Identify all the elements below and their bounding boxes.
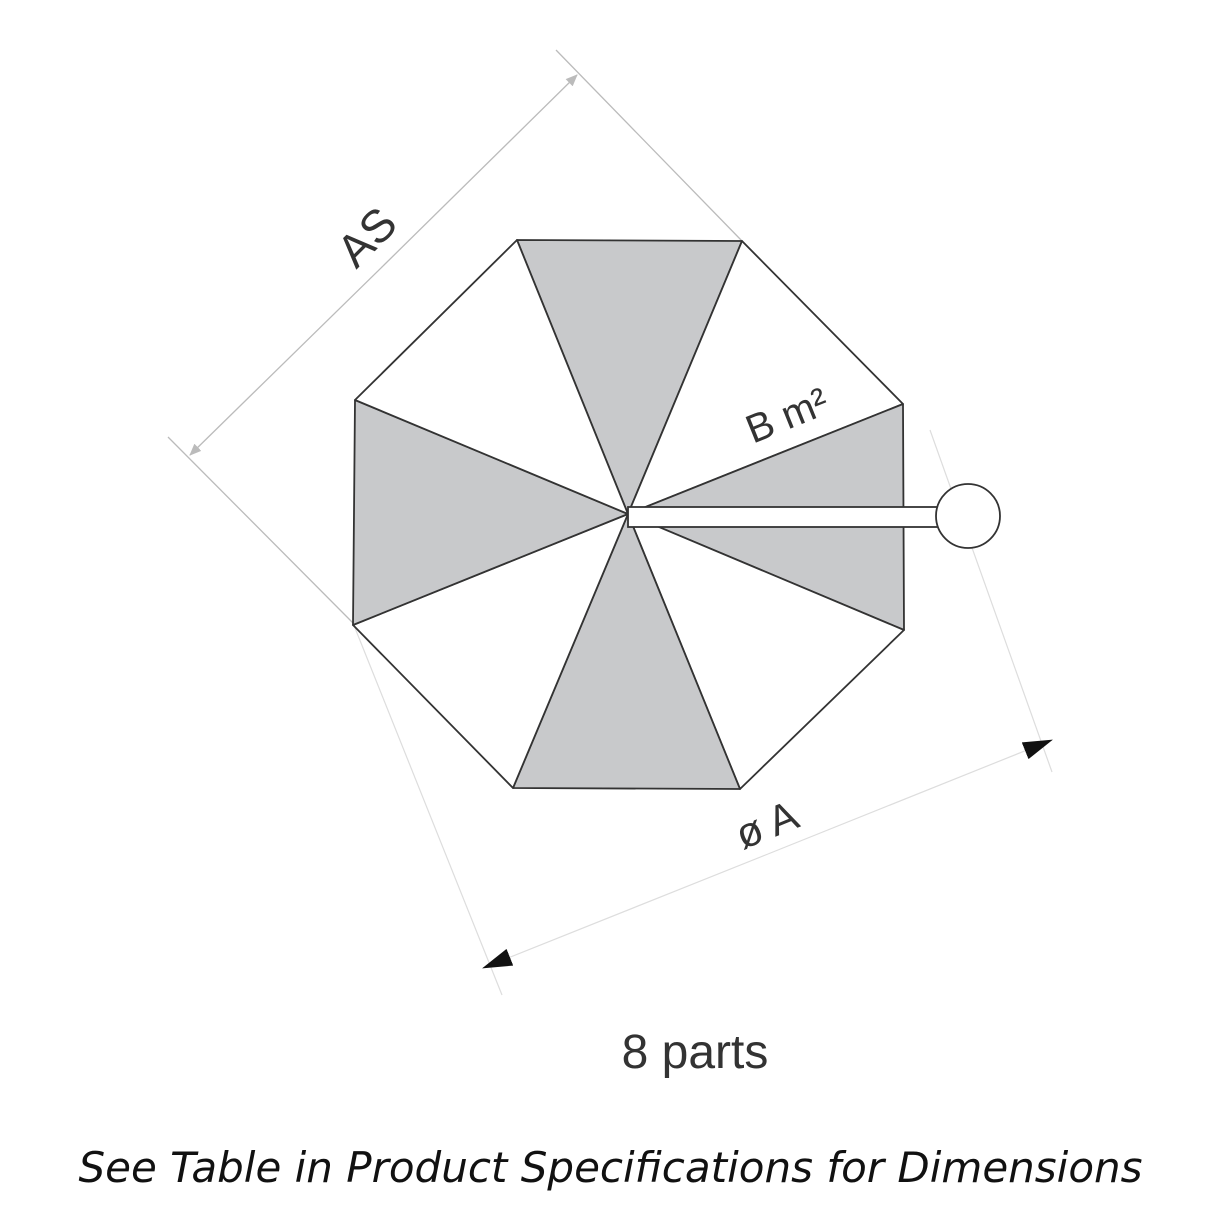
caption: See Table in Product Specifications for … <box>78 1143 1143 1192</box>
label-side: AS <box>327 197 407 277</box>
parts-label: 8 parts <box>622 1026 769 1079</box>
umbrella-handle <box>627 483 1001 549</box>
dimension-as <box>167 49 743 626</box>
label-diameter: ø A <box>729 791 805 858</box>
umbrella-canopy <box>352 239 905 790</box>
panel-top-left <box>354 239 629 515</box>
dimension-diameter <box>354 429 1053 996</box>
